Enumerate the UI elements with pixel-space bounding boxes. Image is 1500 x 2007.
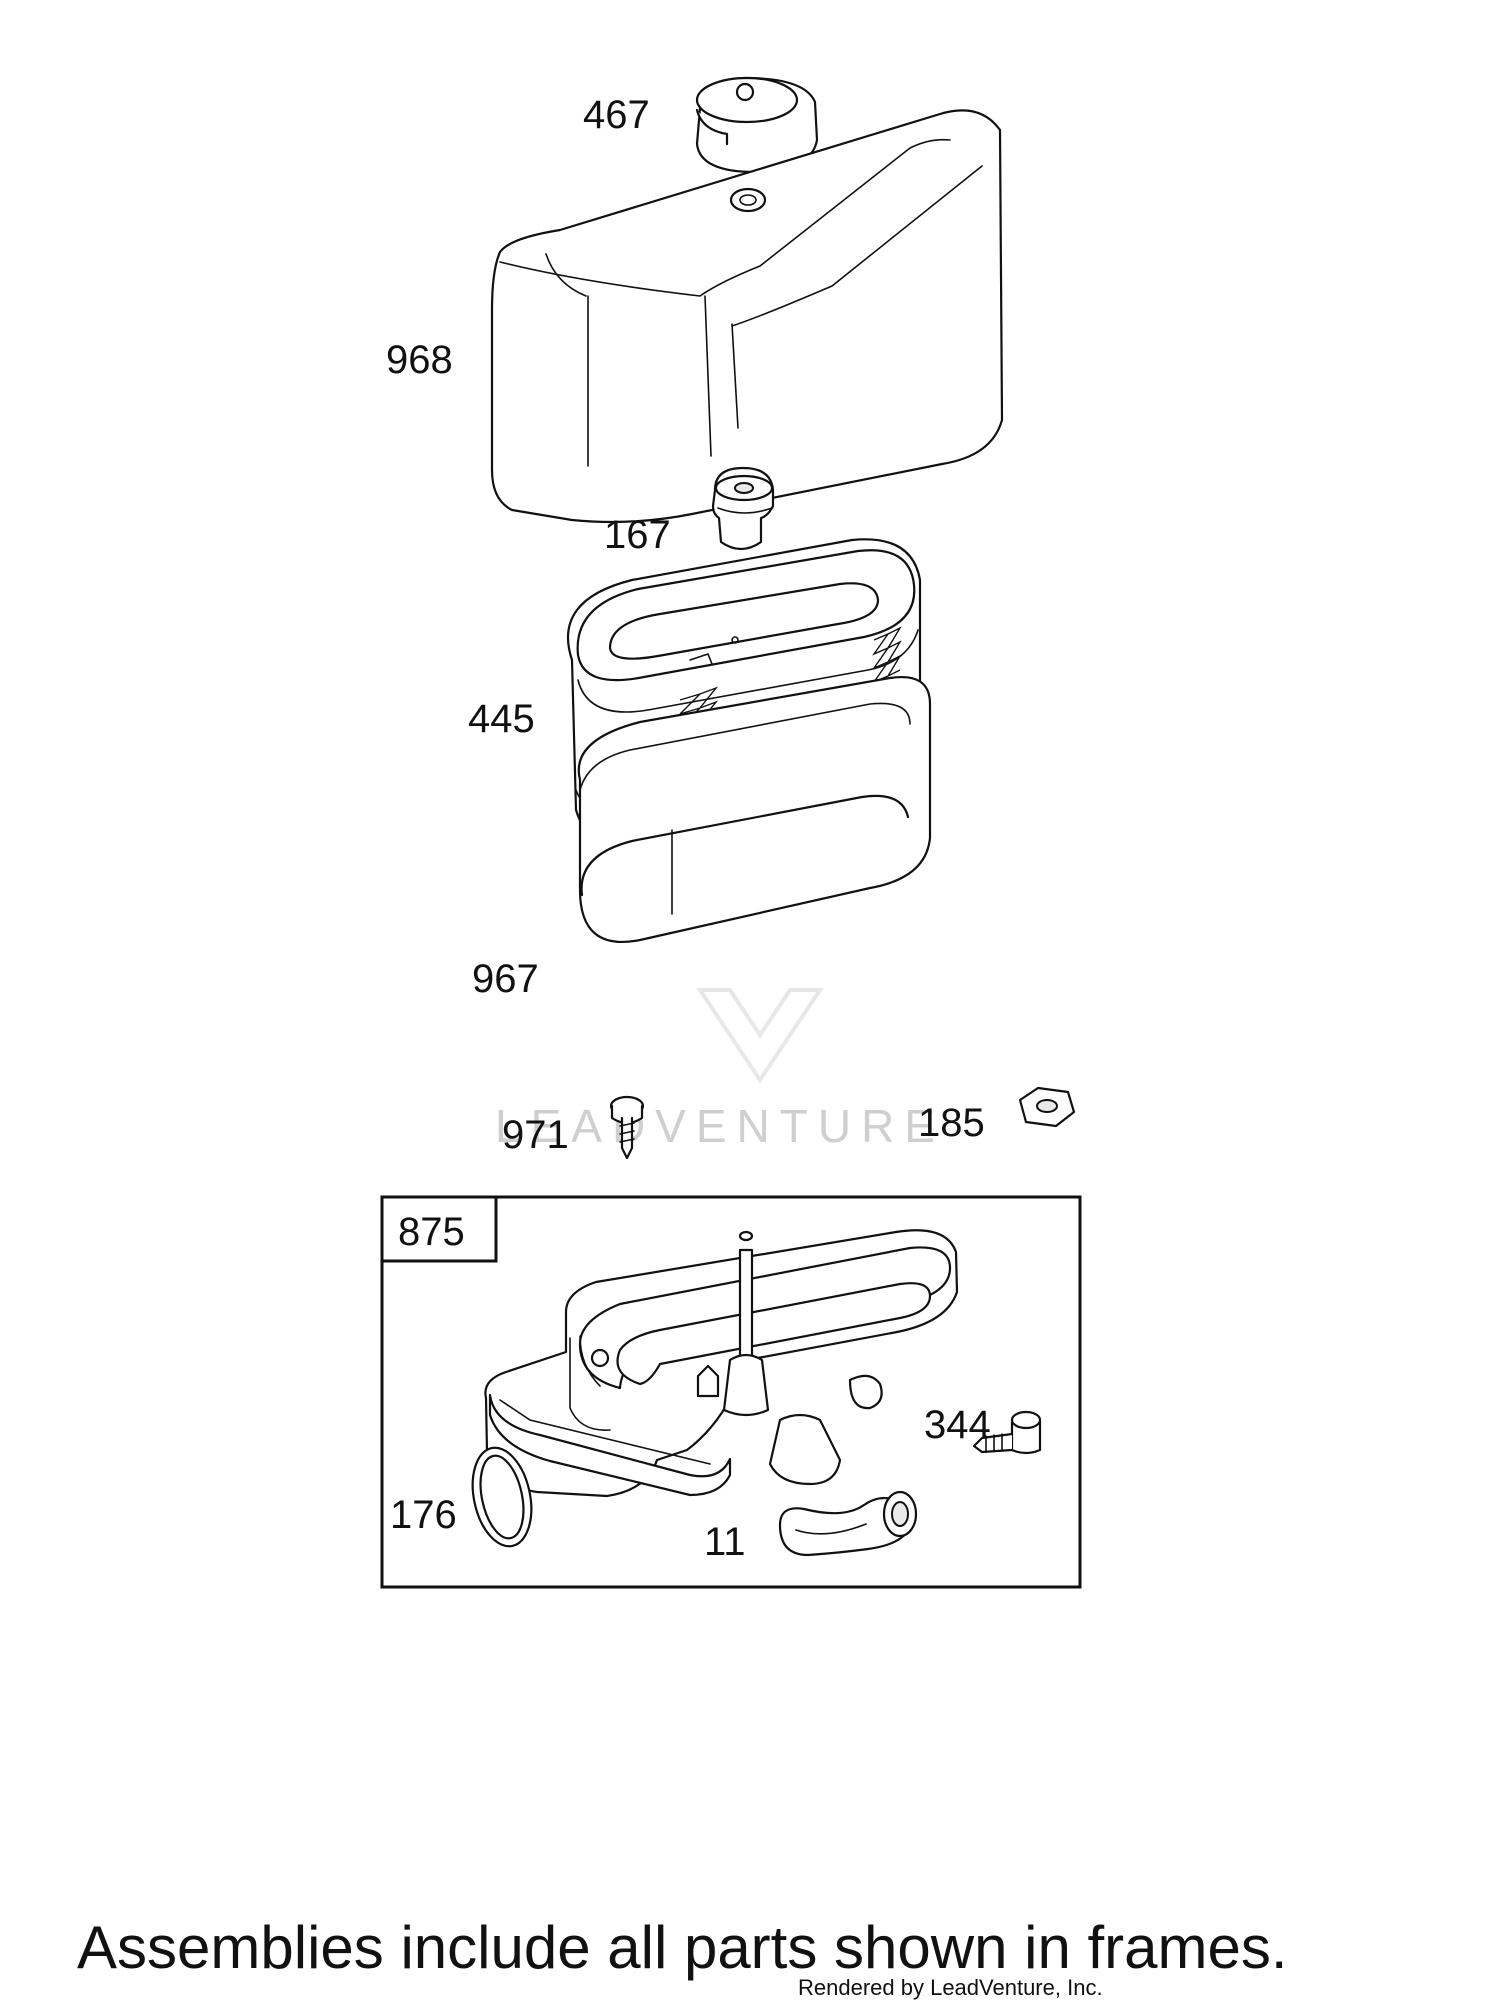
o-ring-176[interactable] [464, 1442, 540, 1551]
assembly-frame-875 [380, 1195, 1082, 1589]
callout-167[interactable]: 167 [604, 513, 671, 557]
callout-11[interactable]: 11 [704, 1520, 746, 1564]
air-cleaner-cover-968[interactable] [490, 109, 1004, 524]
knob-467[interactable] [695, 76, 819, 174]
callout-875[interactable]: 875 [398, 1210, 465, 1254]
grommet-167[interactable] [711, 466, 775, 551]
callout-968[interactable]: 968 [386, 338, 453, 382]
screw-344[interactable] [972, 1410, 1042, 1455]
footer-note: Assemblies include all parts shown in fr… [77, 1914, 1288, 1981]
screw-971[interactable] [609, 1095, 645, 1160]
callout-176[interactable]: 176 [390, 1493, 457, 1537]
air-cleaner-base-875[interactable] [484, 1229, 959, 1498]
callout-185[interactable]: 185 [918, 1101, 985, 1145]
watermark-text: LEADVENTURE [495, 1100, 945, 1152]
breather-tube-11[interactable] [778, 1490, 918, 1557]
callout-445[interactable]: 445 [468, 697, 535, 741]
pre-cleaner-967[interactable] [577, 676, 932, 944]
callout-344[interactable]: 344 [924, 1403, 991, 1447]
callout-967[interactable]: 967 [472, 957, 539, 1001]
assembly-frame-label-box [380, 1195, 498, 1263]
nut-185[interactable] [1018, 1086, 1076, 1128]
callout-467[interactable]: 467 [583, 93, 650, 137]
callout-971[interactable]: 971 [502, 1113, 569, 1157]
credit-text: Rendered by LeadVenture, Inc. [798, 1975, 1103, 2000]
